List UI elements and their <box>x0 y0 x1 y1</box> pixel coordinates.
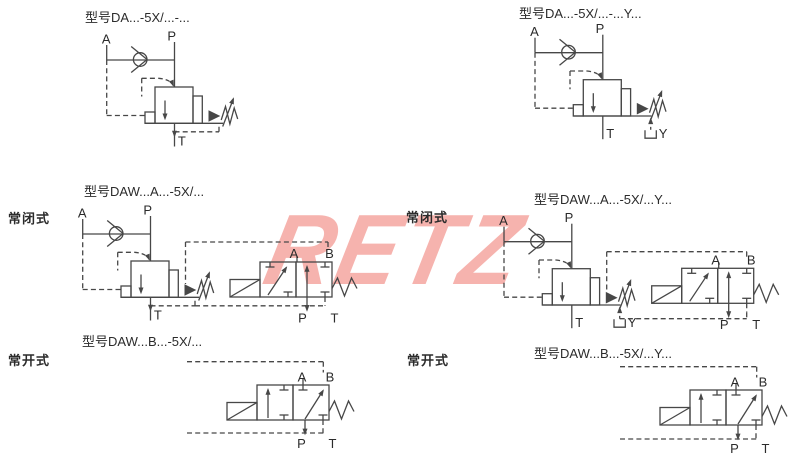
port-label-t: T <box>762 441 770 456</box>
port-label-b: B <box>759 375 768 390</box>
port-label-a: A <box>290 246 299 261</box>
port-label-p: P <box>596 21 605 36</box>
port-label-b: B <box>747 252 756 267</box>
port-label-a: A <box>530 24 539 39</box>
port-label-t: T <box>752 317 760 332</box>
port-label-t: T <box>154 308 162 323</box>
model-label-da-y: 型号DA...-5X/...-...Y... <box>519 6 642 21</box>
model-label-daw-a-y: 型号DAW...A...-5X/...Y... <box>534 192 672 207</box>
port-label-y: Y <box>659 126 668 141</box>
port-label-p: P <box>297 436 306 451</box>
port-label-a: A <box>78 206 87 221</box>
model-label-da: 型号DA...-5X/...-... <box>85 10 190 25</box>
type-label-nc-left: 常闭式 <box>8 211 51 226</box>
model-label-daw-a: 型号DAW...A...-5X/... <box>84 184 205 199</box>
port-label-a: A <box>102 32 111 47</box>
port-label-a: A <box>499 213 508 228</box>
port-label-p: P <box>720 317 729 332</box>
port-label-p: P <box>143 203 152 218</box>
type-label-no-left: 常开式 <box>8 353 51 368</box>
type-label-no-right: 常开式 <box>407 353 450 368</box>
port-label-a: A <box>298 370 307 385</box>
model-label-daw-b-y: 型号DAW...B...-5X/...Y... <box>534 346 672 361</box>
port-label-p: P <box>565 210 574 225</box>
port-label-a: A <box>731 375 740 390</box>
port-label-t: T <box>575 315 583 330</box>
port-label-p: P <box>167 29 176 44</box>
port-label-b: B <box>326 370 335 385</box>
port-label-t: T <box>606 126 614 141</box>
port-label-y: Y <box>628 315 637 330</box>
type-label-nc-right: 常闭式 <box>406 210 449 225</box>
port-label-t: T <box>178 134 186 149</box>
port-label-t: T <box>329 436 337 451</box>
port-label-p: P <box>298 311 307 326</box>
port-label-t: T <box>331 311 339 326</box>
port-label-b: B <box>325 246 334 261</box>
port-label-p: P <box>730 441 739 456</box>
port-label-a: A <box>711 252 720 267</box>
model-label-daw-b: 型号DAW...B...-5X/... <box>82 334 203 349</box>
